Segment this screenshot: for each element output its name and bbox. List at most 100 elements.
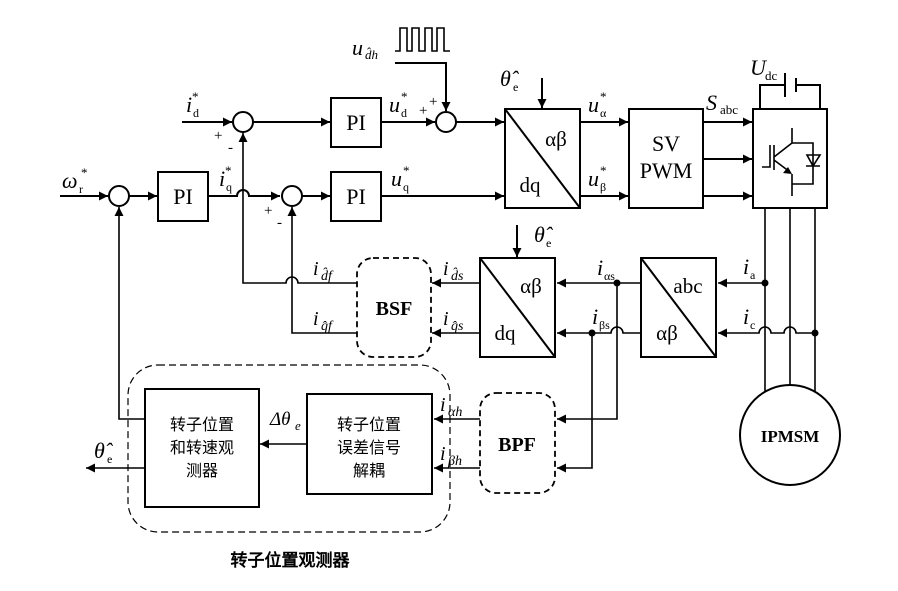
svg-text:转子位置: 转子位置 xyxy=(170,415,234,434)
speed-summing-junction xyxy=(108,185,130,207)
park-transform-block: αβ dq xyxy=(479,257,556,358)
ialpha-s-label: i αs xyxy=(597,255,615,283)
svpwm-block: SV PWM xyxy=(628,108,704,209)
svg-text:i: i xyxy=(440,443,446,465)
diode-icon xyxy=(805,154,822,168)
injection-sum-plus-2: + xyxy=(429,94,437,110)
svg-text:e: e xyxy=(295,418,301,433)
svg-text:αs: αs xyxy=(604,269,615,283)
svg-text:abc: abc xyxy=(720,102,738,117)
svg-text:i: i xyxy=(313,308,319,330)
svg-text:误差信号: 误差信号 xyxy=(337,438,401,457)
svg-text:α: α xyxy=(600,106,607,120)
svg-text:SV: SV xyxy=(652,131,680,156)
svg-text:*: * xyxy=(401,89,408,104)
bsf-block: BSF xyxy=(356,257,432,358)
svg-text:αh: αh xyxy=(448,405,462,420)
svg-text:αβ: αβ xyxy=(520,274,542,298)
svg-text:*: * xyxy=(225,163,232,178)
svg-text:i: i xyxy=(743,304,749,329)
q-sum-plus-sign: + xyxy=(264,203,272,219)
svg-text:u: u xyxy=(588,166,599,191)
svg-text:测器: 测器 xyxy=(186,461,218,480)
svg-text:d: d xyxy=(193,106,199,120)
svg-text:*: * xyxy=(600,163,607,178)
ualpha-reference-label: u α * xyxy=(588,89,607,120)
iq-reference-label: i q * xyxy=(219,163,232,194)
svg-text:d: d xyxy=(401,106,407,120)
switching-signals-label: S abc xyxy=(706,90,738,117)
svg-text:q̂f: q̂f xyxy=(321,319,334,334)
q-pi-block: PI xyxy=(330,171,382,222)
svg-text:S: S xyxy=(706,90,717,115)
svg-text:i: i xyxy=(743,254,749,279)
ud-reference-label: u d * xyxy=(389,89,408,120)
delta-theta-label: Δθ e xyxy=(269,409,301,433)
svg-text:*: * xyxy=(403,163,410,178)
svg-text:转子位置: 转子位置 xyxy=(337,415,401,434)
svg-text:i: i xyxy=(597,255,603,280)
bpf-block: BPF xyxy=(479,392,556,494)
ibeta-s-label: i βs xyxy=(592,304,610,332)
speed-reference-input: ω r * xyxy=(60,165,108,201)
svg-text:BSF: BSF xyxy=(376,298,413,320)
iqs-label: i q̂s xyxy=(443,308,464,334)
svg-text:βh: βh xyxy=(447,454,462,469)
speed-pi-block: PI xyxy=(157,171,209,222)
ubeta-reference-label: u β * xyxy=(588,163,607,194)
svg-text:PWM: PWM xyxy=(640,158,693,183)
svg-text:e: e xyxy=(546,236,551,250)
ialpha-h-label: i αh xyxy=(440,394,462,420)
svg-text:PI: PI xyxy=(173,184,193,209)
svg-text:*: * xyxy=(600,89,607,104)
ibeta-h-label: i βh xyxy=(440,443,462,469)
d-pi-block: PI xyxy=(330,97,382,148)
ia-label: i a xyxy=(743,254,756,282)
d-current-summing-junction xyxy=(232,111,254,133)
svg-text:BPF: BPF xyxy=(498,434,536,456)
q-sum-minus-sign: - xyxy=(277,215,282,231)
svg-text:解耦: 解耦 xyxy=(353,461,385,480)
q-current-summing-junction xyxy=(281,185,303,207)
speed-ref-symbol: ω xyxy=(62,168,78,193)
svg-text:q̂s: q̂s xyxy=(451,319,464,334)
svg-text:d̂h: d̂h xyxy=(365,47,378,62)
ic-label: i c xyxy=(743,304,755,332)
speed-ref-subscript: r xyxy=(79,182,83,196)
svg-text:αβ: αβ xyxy=(545,127,567,151)
speed-ref-superscript: * xyxy=(81,165,88,180)
svg-text:q: q xyxy=(403,180,409,194)
inverse-park-transform-block: αβ dq xyxy=(504,108,581,209)
svg-text:IPMSM: IPMSM xyxy=(761,427,820,446)
rotor-position-observer-group xyxy=(127,364,451,533)
svg-text:PI: PI xyxy=(346,184,366,209)
svg-text:e: e xyxy=(513,80,518,94)
svg-text:αβ: αβ xyxy=(656,321,678,345)
svg-text:和转速观: 和转速观 xyxy=(170,438,234,457)
svg-text:u: u xyxy=(391,166,402,191)
d-sum-plus-sign: + xyxy=(214,128,222,144)
d-sum-minus-sign: - xyxy=(228,140,233,156)
ids-label: i d̂s xyxy=(443,258,464,284)
ipmsm-motor: IPMSM xyxy=(739,384,841,486)
square-wave-icon xyxy=(395,27,450,52)
svg-text:i: i xyxy=(443,258,449,280)
ialpha-to-bpf-line xyxy=(557,283,618,424)
svg-text:i: i xyxy=(443,308,449,330)
svg-text:abc: abc xyxy=(673,274,702,298)
svg-text:U: U xyxy=(750,55,768,80)
svg-text:β: β xyxy=(600,180,606,194)
svg-text:d̂s: d̂s xyxy=(451,267,464,284)
svg-text:Δθ: Δθ xyxy=(269,409,290,430)
svg-text:i: i xyxy=(186,92,192,117)
theta-output-label: θ̂ e xyxy=(94,438,114,466)
svg-text:dq: dq xyxy=(520,173,542,197)
svg-text:u: u xyxy=(352,35,363,60)
dc-link-source: U dc xyxy=(750,55,821,109)
ic-feedback-line xyxy=(718,326,815,338)
svg-text:q: q xyxy=(226,180,232,194)
position-speed-observer-block: 转子位置 和转速观 测器 xyxy=(144,388,260,508)
svg-text:i: i xyxy=(440,394,446,416)
svg-text:i: i xyxy=(313,258,319,280)
